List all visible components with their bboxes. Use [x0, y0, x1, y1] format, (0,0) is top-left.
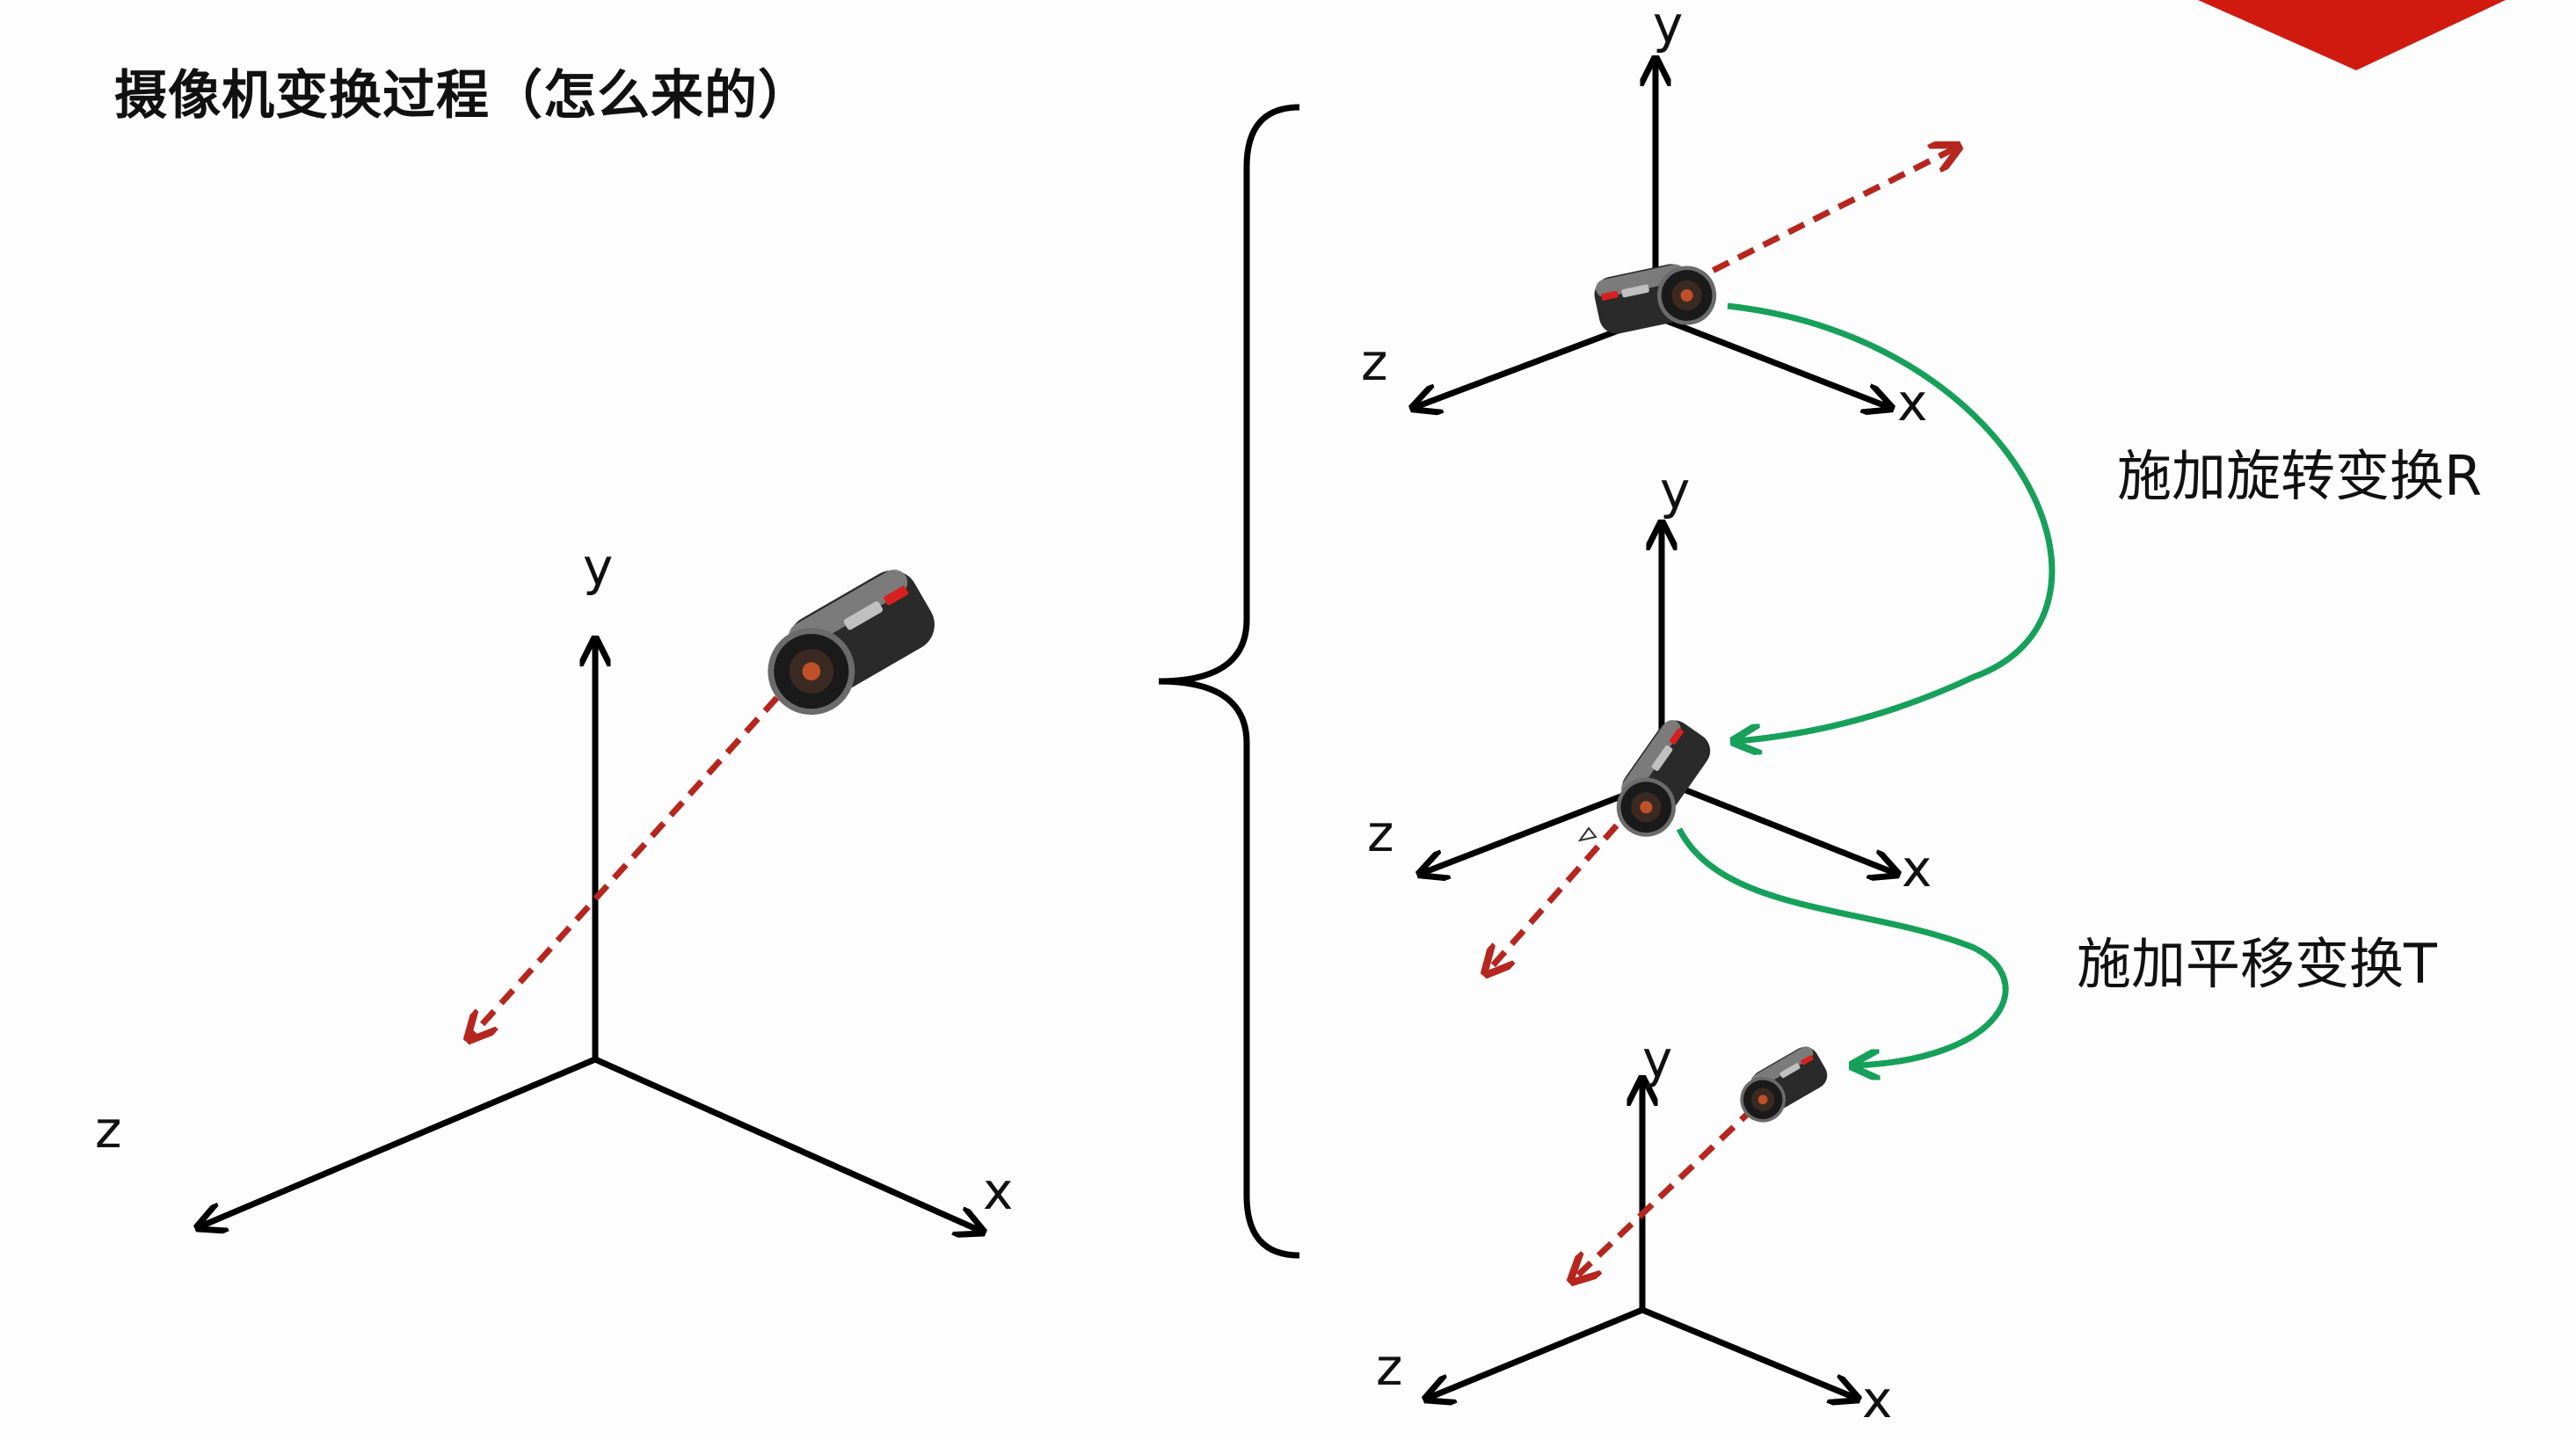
main-x-axis	[593, 1056, 980, 1231]
step1-z-label: z	[1361, 332, 1387, 392]
step1-x-label: x	[1897, 373, 1927, 433]
main-view-direction-arrow	[470, 674, 798, 1037]
step2-x-label: x	[1902, 839, 1932, 898]
rotation-transform-label: 施加旋转变换R	[2117, 444, 2482, 508]
translation-transform-label: 施加平移变换T	[2077, 932, 2438, 996]
page-title: 摄像机变换过程（怎么来的）	[114, 65, 811, 127]
step2-y-label: y	[1660, 461, 1690, 520]
video-camera-icon	[1729, 1040, 1836, 1131]
step3-y-label: y	[1642, 1029, 1672, 1089]
main-z-label: z	[95, 1100, 121, 1160]
corner-accent	[2198, 0, 2506, 70]
step2-z-label: z	[1367, 804, 1394, 863]
main-z-axis	[200, 1056, 597, 1226]
mouse-pointer-icon	[1577, 826, 1597, 842]
video-camera-icon	[1603, 713, 1721, 845]
step-frame-2: y z x	[1367, 461, 1932, 971]
main-frame: y z x	[95, 537, 1013, 1231]
step3-z-axis	[1429, 1306, 1644, 1398]
main-x-label: x	[983, 1161, 1013, 1221]
step1-view-direction-arrow	[1686, 148, 1956, 287]
rotation-transform-arrow	[1727, 302, 2056, 741]
step3-z-label: z	[1376, 1337, 1402, 1397]
translation-transform-arrow	[1676, 827, 2009, 1065]
main-y-label: y	[583, 537, 613, 597]
step3-x-label: x	[1862, 1370, 1892, 1429]
step1-x-axis	[1654, 313, 1888, 407]
video-camera-icon	[751, 561, 947, 727]
step-frame-3: y z x	[1376, 1029, 1892, 1429]
step-frame-1: y z x	[1361, 0, 1956, 433]
decomposition-brace	[1158, 104, 1300, 1259]
video-camera-icon	[1591, 256, 1720, 341]
step2-view-direction-arrow	[1488, 802, 1638, 971]
step3-x-axis	[1641, 1306, 1855, 1398]
step2-x-axis	[1660, 777, 1895, 873]
step3-view-direction-arrow	[1574, 1105, 1757, 1279]
step1-y-label: y	[1653, 0, 1683, 55]
